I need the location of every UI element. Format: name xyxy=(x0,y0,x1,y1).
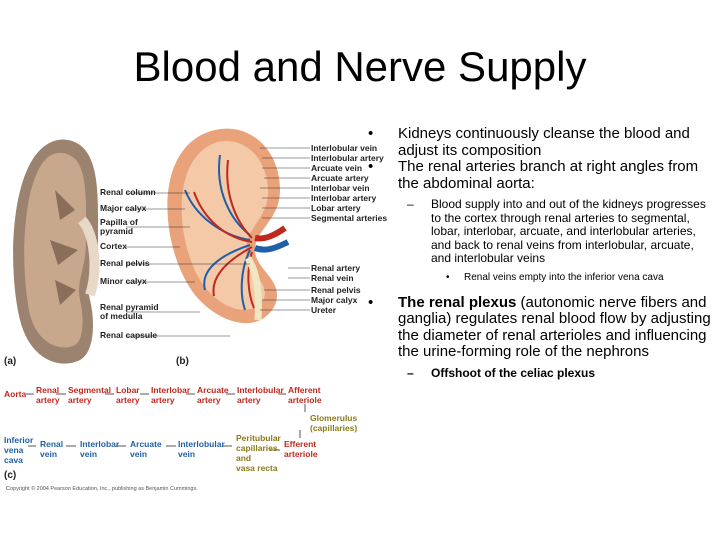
flow-renal-vein-1: Renal xyxy=(40,439,64,449)
slide-title: Blood and Nerve Supply xyxy=(133,43,587,90)
bullet-glyph: • xyxy=(368,125,374,142)
flow-peritubular-3: and xyxy=(236,453,252,463)
flow-afferent-1: Afferent xyxy=(288,385,321,395)
label-lobar-artery: Lobar artery xyxy=(311,203,361,213)
label-cortex: Cortex xyxy=(100,241,127,251)
bullet-glyph: • xyxy=(368,158,374,175)
bullet-renal-plexus: • The renal plexus (autonomic nerve fibe… xyxy=(364,293,714,361)
flow-arcuate-vein-2: vein xyxy=(130,449,148,459)
flow-interlobar-vein-2: vein xyxy=(80,449,98,459)
sub-sub-bullet-renal-veins: • Renal veins empty into the inferior ve… xyxy=(364,272,714,283)
flow-interlobular-vein-2: vein xyxy=(178,449,196,459)
label-arcuate-vein: Arcuate vein xyxy=(311,163,363,173)
label-minor-calyx: Minor calyx xyxy=(100,276,147,286)
label-renal-artery: Renal artery xyxy=(311,263,361,273)
bullet-renal-arteries: • The renal arteries branch at right ang… xyxy=(364,158,714,192)
bullet-text: (autonomic nerve fibers and ganglia) reg… xyxy=(398,293,711,360)
flow-arcuate-vein-1: Arcuate xyxy=(130,439,162,449)
flow-interlobular-1: Interlobular xyxy=(237,385,284,395)
flow-interlobar-vein-1: Interlobar xyxy=(80,439,120,449)
flow-glomerulus-2: (capillaries) xyxy=(310,423,358,433)
dash-glyph: – xyxy=(407,365,414,380)
bullet-kidneys: • Kidneys continuously cleanse the blood… xyxy=(364,125,714,159)
flow-interlobar-1: Interlobar xyxy=(151,385,191,395)
label-renal-vein: Renal vein xyxy=(311,273,354,283)
flow-glomerulus-1: Glomerulus xyxy=(310,413,358,423)
label-interlobar-artery: Interlobar artery xyxy=(311,193,377,203)
label-arcuate-artery: Arcuate artery xyxy=(311,173,369,183)
flow-renal-vein-2: vein xyxy=(40,449,58,459)
flow-interlobar-2: artery xyxy=(151,395,175,405)
label-major-calyx-left: Major calyx xyxy=(100,203,147,213)
sub-bullet-text: Blood supply into and out of the kidneys… xyxy=(431,197,706,265)
kidney-figure: (a) (b) (c) Renal column Major calyx Pap… xyxy=(0,120,387,500)
bullet-bold-term: The renal plexus xyxy=(398,293,517,311)
flow-lobar-2: artery xyxy=(116,395,140,405)
sub-bullet-celiac: – Offshoot of the celiac plexus xyxy=(364,365,714,381)
flow-peritubular-1: Peritubular xyxy=(236,433,281,443)
bullet-glyph: • xyxy=(446,271,450,283)
bullet-text: Kidneys continuously cleanse the blood a… xyxy=(398,125,690,159)
dash-glyph: – xyxy=(407,197,414,211)
flow-arcuate-1: Arcuate xyxy=(197,385,229,395)
flow-renal-artery-2: artery xyxy=(36,395,60,405)
label-segmental-arteries: Segmental arteries xyxy=(311,213,388,223)
label-interlobular-vein: Interlobular vein xyxy=(311,143,378,153)
flow-afferent-2: arteriole xyxy=(288,395,322,405)
panel-label-a: (a) xyxy=(4,356,17,367)
sub-sub-bullet-text: Renal veins empty into the inferior vena… xyxy=(464,271,664,283)
flow-arcuate-2: artery xyxy=(197,395,221,405)
sub-bullet-text: Offshoot of the celiac plexus xyxy=(431,365,596,380)
label-renal-capsule: Renal capsule xyxy=(100,330,158,340)
label-interlobar-vein: Interlobar vein xyxy=(311,183,370,193)
flow-segmental-1: Segmental xyxy=(68,385,111,395)
flow-peritubular-2: capillaries xyxy=(236,443,278,453)
label-renal-pelvis-left: Renal pelvis xyxy=(100,258,150,268)
label-renal-pyramid-2: of medulla xyxy=(100,311,143,321)
flow-interlobular-2: artery xyxy=(237,395,261,405)
bullet-list: • Kidneys continuously cleanse the blood… xyxy=(364,125,714,381)
flow-lobar-1: Lobar xyxy=(116,385,140,395)
panel-label-b: (b) xyxy=(176,356,189,367)
flow-ivc-1: Inferior xyxy=(4,435,34,445)
flow-efferent-1: Efferent xyxy=(284,439,317,449)
label-interlobular-artery: Interlobular artery xyxy=(311,153,384,163)
label-major-calyx-right: Major calyx xyxy=(311,295,358,305)
figure-copyright: Copyright © 2004 Pearson Education, Inc.… xyxy=(6,486,198,492)
flow-aorta: Aorta xyxy=(4,389,27,399)
flow-segmental-2: artery xyxy=(68,395,92,405)
kidney-illustration xyxy=(13,128,310,451)
flow-interlobular-vein-1: Interlobular xyxy=(178,439,225,449)
panel-label-c: (c) xyxy=(4,470,17,481)
label-papilla-2: pyramid xyxy=(100,226,134,236)
label-ureter: Ureter xyxy=(311,305,337,315)
flow-ivc-3: cava xyxy=(4,455,23,465)
flow-ivc-2: vena xyxy=(4,445,24,455)
sub-bullet-blood-supply: – Blood supply into and out of the kidne… xyxy=(364,197,714,266)
label-papilla-1: Papilla of xyxy=(100,217,138,227)
label-renal-column: Renal column xyxy=(100,187,156,197)
label-renal-pyramid-1: Renal pyramid xyxy=(100,302,159,312)
bullet-glyph: • xyxy=(368,293,374,311)
flow-peritubular-4: vasa recta xyxy=(236,463,278,473)
label-renal-pelvis-right: Renal pelvis xyxy=(311,285,361,295)
flow-efferent-2: arteriole xyxy=(284,449,318,459)
bullet-text: The renal arteries branch at right angle… xyxy=(398,158,699,192)
flow-renal-artery-1: Renal xyxy=(36,385,60,395)
